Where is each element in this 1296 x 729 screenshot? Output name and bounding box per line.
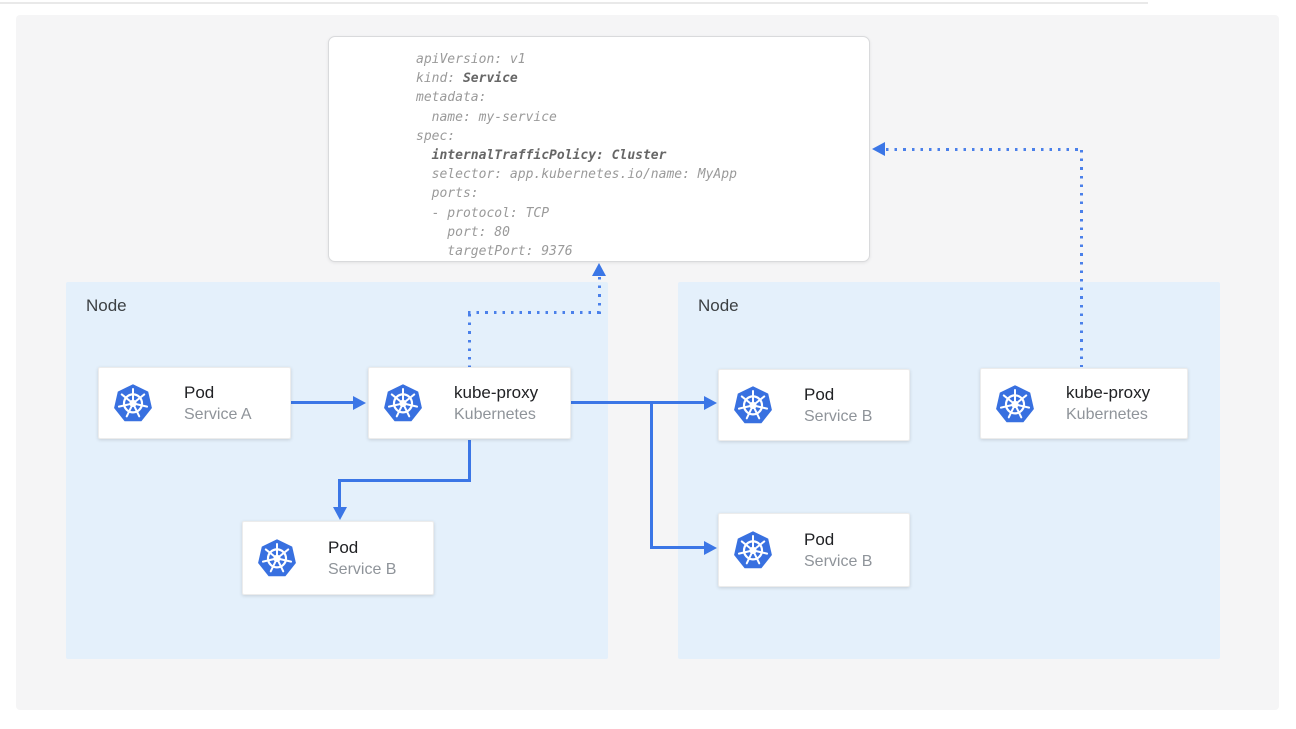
- kubernetes-icon: [383, 383, 423, 423]
- yaml-token: kind:: [416, 71, 463, 87]
- yaml-token: ports:: [416, 186, 479, 202]
- yaml-line: spec:: [416, 127, 861, 146]
- card-title: Pod: [184, 382, 215, 402]
- dotted-kube-proxy-right-up-segment: [1080, 150, 1083, 367]
- arrowhead-pod-a-to-kube-proxy: [353, 396, 366, 410]
- card-subtitle: Service B: [804, 552, 873, 570]
- yaml-token: Service: [462, 71, 518, 87]
- node-box-left: Node: [66, 282, 608, 659]
- yaml-token: targetPort: 9376: [416, 244, 573, 260]
- yaml-line: port: 80: [416, 223, 861, 242]
- dotted-kube-proxy-left-up-segment: [468, 314, 471, 367]
- dotted-to-yaml-right-segment: [886, 148, 1082, 151]
- yaml-token: spec:: [416, 128, 456, 144]
- yaml-token: - protocol: TCP: [416, 205, 550, 221]
- card-title: kube-proxy: [1066, 383, 1151, 402]
- arrowhead-to-pod-b-left: [333, 507, 347, 520]
- yaml-line: targetPort: 9376: [416, 242, 861, 261]
- arrow-kube-proxy-down-segment: [468, 440, 471, 482]
- arrow-kube-proxy-to-pod-right-top: [571, 401, 705, 404]
- card-subtitle: Kubernetes: [1066, 406, 1148, 423]
- branch-line-down: [650, 401, 653, 549]
- node-label: Node: [698, 296, 739, 315]
- yaml-token: internalTrafficPolicy: Cluster: [431, 148, 667, 164]
- top-divider-line: [0, 2, 1148, 4]
- yaml-line: name: my-service: [416, 108, 861, 127]
- arrow-kube-proxy-left-segment: [338, 479, 471, 482]
- yaml-line: kind: Service: [416, 69, 861, 88]
- arrow-pod-a-to-kube-proxy: [291, 401, 355, 404]
- arrowhead-to-pod-right-top: [704, 396, 717, 410]
- kubernetes-icon: [257, 538, 297, 578]
- dotted-kube-proxy-left-across-segment: [468, 311, 601, 314]
- yaml-line: metadata:: [416, 88, 861, 107]
- yaml-token: [416, 148, 432, 163]
- card-title: Pod: [328, 537, 359, 557]
- node-box-right: Node: [678, 282, 1220, 659]
- yaml-token: selector: app.kubernetes.io/name: MyApp: [416, 167, 737, 183]
- dotted-to-yaml-bottom-segment: [598, 277, 601, 314]
- kubernetes-icon: [113, 383, 153, 423]
- arrow-to-pod-right-bottom: [650, 546, 705, 549]
- node-label: Node: [86, 296, 127, 315]
- card-subtitle: Service B: [328, 560, 397, 578]
- service-yaml-panel: apiVersion: v1 kind: Service metadata: nam…: [328, 36, 870, 262]
- yaml-line: - protocol: TCP: [416, 204, 861, 223]
- arrowhead-to-yaml-right: [872, 142, 885, 156]
- kubernetes-icon: [733, 385, 773, 425]
- kubernetes-icon: [733, 530, 773, 570]
- yaml-token: port: 80: [416, 224, 510, 240]
- yaml-token: apiVersion: v1: [416, 52, 526, 67]
- yaml-line: apiVersion: v1: [416, 50, 861, 69]
- yaml-line: internalTrafficPolicy: Cluster: [416, 146, 861, 165]
- kubernetes-icon: [995, 384, 1035, 424]
- card-title: kube-proxy: [454, 382, 539, 402]
- arrowhead-to-yaml-bottom: [592, 263, 606, 276]
- yaml-token: name: my-service: [416, 109, 557, 125]
- card-subtitle: Service A: [184, 405, 252, 423]
- card-subtitle: Service B: [804, 407, 873, 425]
- arrow-to-pod-b-left-segment: [338, 479, 341, 508]
- card-subtitle: Kubernetes: [454, 405, 536, 423]
- yaml-line: selector: app.kubernetes.io/name: MyApp: [416, 165, 861, 184]
- arrowhead-to-pod-right-bottom: [704, 541, 717, 555]
- card-title: Pod: [804, 529, 835, 549]
- yaml-line: ports:: [416, 184, 861, 203]
- yaml-code: apiVersion: v1 kind: Service metadata: nam…: [416, 50, 861, 261]
- card-title: Pod: [804, 384, 835, 404]
- yaml-token: metadata:: [416, 90, 487, 106]
